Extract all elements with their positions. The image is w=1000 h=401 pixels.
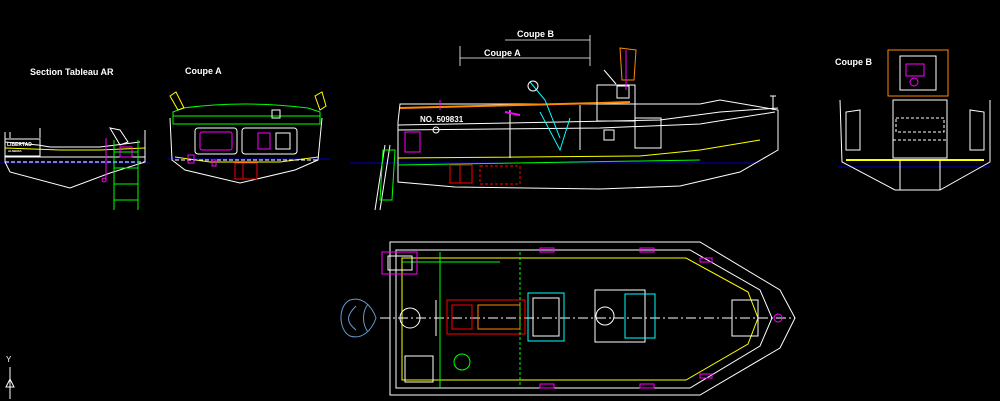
boarding-ladder [113,140,139,210]
plan-forward-hatch [731,299,759,337]
transom-section-view [4,127,146,210]
transom-name-label: LIBERTAD [7,142,32,148]
ucs-y-label: Y [6,355,12,364]
fuel-tank [234,162,258,180]
plan-live-well [381,251,418,275]
profile-console [596,84,636,122]
plan-seat [527,292,565,342]
section-b-view [839,49,991,191]
section-b-console [892,99,948,159]
profile-deck-line [397,139,761,159]
transom-port-label: ALMERIA [8,149,22,153]
section-a-window-left [194,127,238,155]
plan-view [340,241,796,396]
section-b-t-top [887,49,949,97]
label-coupe-a-top: Coupe A [484,48,521,58]
section-a-hull-outline [169,117,323,184]
hull-registration-number: NO. 509831 [420,115,464,124]
section-a-view [169,91,327,184]
plan-hull-outline [389,241,796,396]
plan-steering-wheel [595,306,615,326]
section-a-window-right [241,127,298,155]
ucs-axis-icon [5,367,15,399]
side-profile-view [374,47,779,211]
plan-fuel-tank [446,299,526,335]
section-b-hull-outline [839,99,991,191]
profile-rub-rail [399,101,631,109]
label-coupe-b-top: Coupe B [517,29,554,39]
label-coupe-b-right: Coupe B [835,57,872,67]
plan-hatch-aft [404,355,434,383]
profile-hull-outline [397,99,779,190]
plan-console [594,289,646,343]
outboard-motor [379,149,396,201]
plan-hatch-round [399,307,421,329]
transom-name-plate [4,138,41,157]
section-cut-markers [459,35,591,66]
plan-propeller [340,298,377,338]
plan-inner-gunwale [395,249,773,389]
profile-sheer-line [397,107,779,126]
profile-t-top [619,47,637,81]
section-a-deckhouse [172,103,321,125]
label-section-tableau: Section Tableau AR [30,67,114,77]
label-coupe-a-left: Coupe A [185,66,222,76]
transom-deck-line [4,147,146,151]
